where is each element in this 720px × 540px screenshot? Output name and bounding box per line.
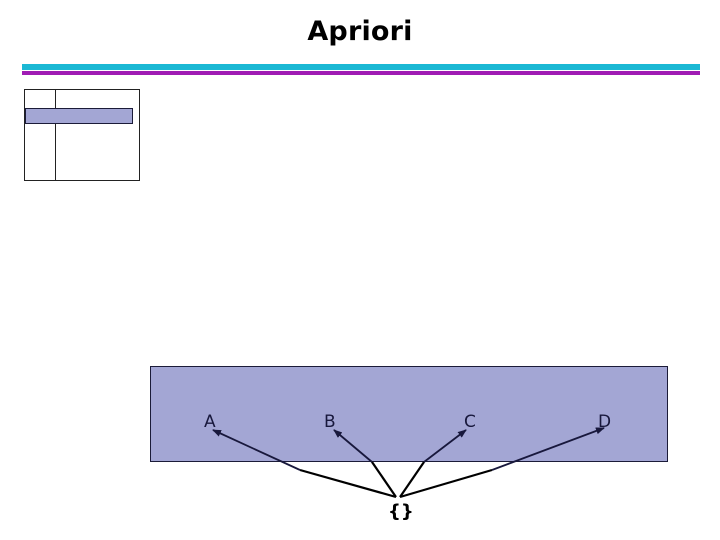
table-row [25, 108, 133, 124]
itemset-level-band [150, 366, 668, 462]
divider-rule-magenta [22, 71, 700, 75]
empty-set-node: {} [388, 501, 414, 522]
page-title: Apriori [307, 16, 413, 47]
transaction-table [24, 89, 140, 181]
table-column-divider [55, 89, 56, 181]
itemset-node-a: A [204, 412, 216, 432]
divider-rule-cyan [22, 64, 700, 70]
itemset-node-c: C [464, 412, 476, 432]
itemset-node-d: D [598, 412, 612, 432]
itemset-node-b: B [324, 412, 336, 432]
